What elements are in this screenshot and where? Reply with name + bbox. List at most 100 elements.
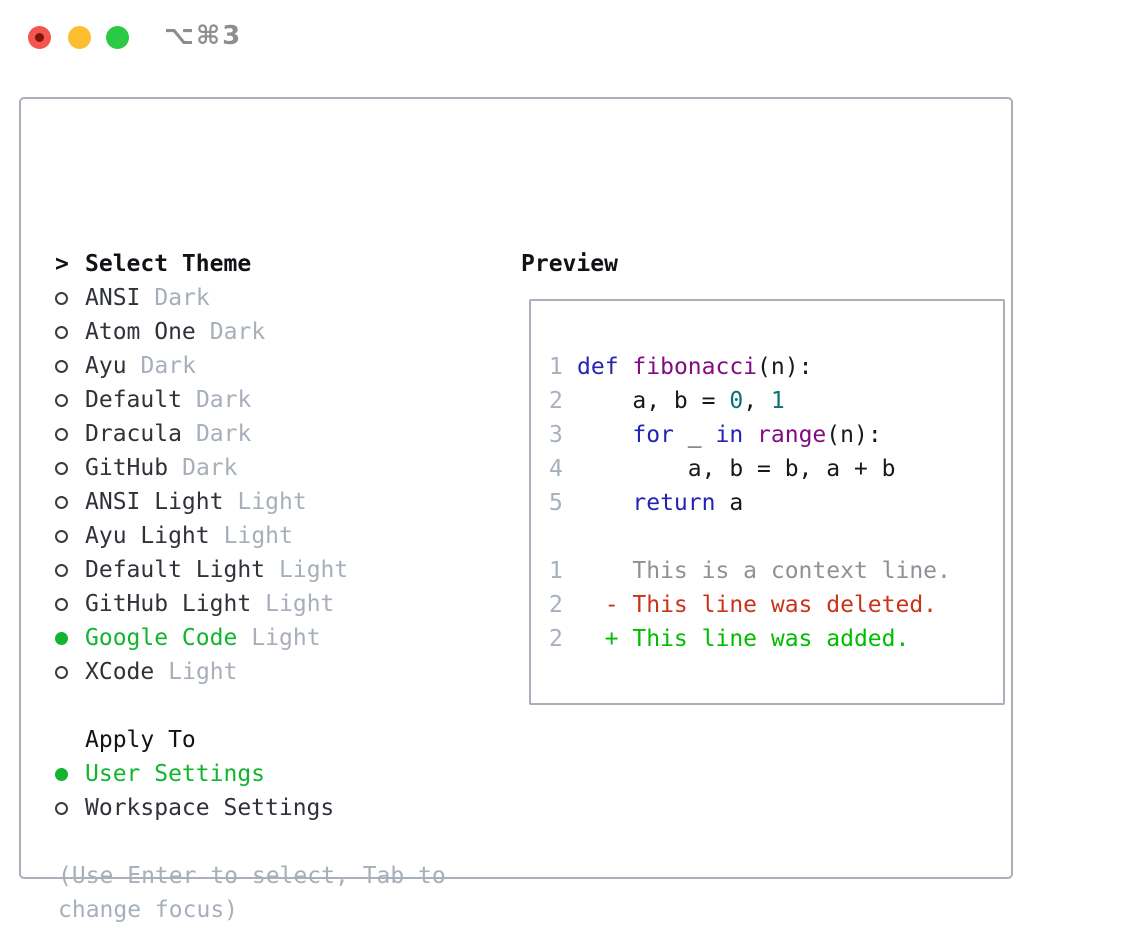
radio-icon	[55, 529, 85, 543]
minimize-button[interactable]	[68, 26, 91, 49]
line-number: 2	[549, 388, 563, 414]
radio-icon	[55, 563, 85, 577]
theme-list: > Select Theme ANSI Dark Atom One Dark A…	[55, 247, 348, 689]
code-token: in	[715, 422, 744, 448]
theme-variant: Light	[265, 591, 335, 617]
apply-to-section: Apply To User Settings Workspace Setting…	[55, 723, 334, 825]
preview-heading: Preview	[521, 251, 618, 277]
radio-icon	[55, 461, 85, 475]
code-token: _	[673, 422, 716, 448]
code-token: a, b = b, a + b	[577, 456, 896, 482]
theme-variant: Dark	[209, 319, 266, 345]
code-token: 0	[729, 388, 744, 414]
theme-name: Ayu Light	[85, 523, 210, 549]
diff-preview: 1 This is a context line. 2 - This line …	[549, 554, 1003, 656]
theme-option[interactable]: GitHub Light Light	[55, 587, 348, 621]
code-token: fibonacci	[632, 354, 758, 380]
theme-name: Default Light	[85, 557, 266, 583]
apply-to-heading: Apply To	[85, 727, 196, 753]
close-button[interactable]	[28, 26, 51, 49]
code-text: a, b = 0, 1	[577, 388, 785, 414]
theme-name: GitHub Light	[85, 591, 252, 617]
theme-list-header: > Select Theme	[55, 247, 348, 281]
apply-to-header-row: Apply To	[55, 723, 334, 757]
theme-variant: Light	[223, 523, 293, 549]
apply-to-label: User Settings	[85, 761, 266, 787]
theme-option[interactable]: Dracula Dark	[55, 417, 348, 451]
theme-name: Dracula	[85, 421, 182, 447]
code-token: (n):	[757, 354, 813, 380]
theme-name: Default	[85, 387, 182, 413]
theme-name: XCode	[85, 659, 155, 685]
theme-variant: Dark	[182, 455, 238, 481]
radio-icon	[55, 665, 85, 679]
code-line: 1 def fibonacci(n):	[549, 350, 1003, 384]
theme-variant: Light	[251, 625, 321, 651]
code-token: a	[715, 490, 744, 516]
theme-option[interactable]: ANSI Light Light	[55, 485, 348, 519]
theme-variant: Light	[168, 659, 238, 685]
code-token: ,	[743, 388, 771, 414]
zoom-button[interactable]	[106, 26, 129, 49]
radio-icon	[55, 325, 85, 339]
theme-option[interactable]: Default Dark	[55, 383, 348, 417]
theme-option[interactable]: GitHub Dark	[55, 451, 348, 485]
line-number: 5	[549, 490, 563, 516]
theme-name: Ayu	[85, 353, 127, 379]
code-token: (n):	[826, 422, 882, 448]
code-token	[743, 422, 757, 448]
diff-text: - This line was deleted.	[577, 592, 938, 618]
diff-text: This is a context line.	[577, 558, 951, 584]
theme-option[interactable]: Ayu Dark	[55, 349, 348, 383]
theme-name: GitHub	[85, 455, 169, 481]
theme-variant: Light	[279, 557, 349, 583]
radio-icon	[55, 631, 85, 645]
code-line: 4 a, b = b, a + b	[549, 452, 1003, 486]
code-text: a, b = b, a + b	[577, 456, 896, 482]
line-number: 2	[549, 592, 563, 618]
code-line: 3 for _ in range(n):	[549, 418, 1003, 452]
line-number: 1	[549, 354, 563, 380]
theme-option[interactable]: Ayu Light Light	[55, 519, 348, 553]
code-line: 5 return a	[549, 486, 1003, 520]
theme-option[interactable]: ANSI Dark	[55, 281, 348, 315]
line-number: 1	[549, 558, 563, 584]
theme-option[interactable]: Default Light Light	[55, 553, 348, 587]
theme-name: Atom One	[85, 319, 196, 345]
window-title: ⌥⌘3	[164, 21, 243, 51]
diff-text: + This line was added.	[577, 626, 910, 652]
code-line: 2 a, b = 0, 1	[549, 384, 1003, 418]
line-number: 4	[549, 456, 563, 482]
code-text: for _ in range(n):	[577, 422, 882, 448]
theme-name: Google Code	[85, 625, 238, 651]
radio-icon	[55, 495, 85, 509]
radio-icon	[55, 359, 85, 373]
radio-icon	[55, 597, 85, 611]
apply-to-option[interactable]: User Settings	[55, 757, 334, 791]
theme-option[interactable]: Google Code Light	[55, 621, 348, 655]
theme-option[interactable]: Atom One Dark	[55, 315, 348, 349]
cursor-arrow-icon: >	[55, 251, 69, 277]
code-text: def fibonacci(n):	[577, 354, 812, 380]
radio-icon	[55, 291, 85, 305]
radio-icon	[55, 427, 85, 441]
theme-variant: Dark	[154, 285, 210, 311]
radio-icon	[55, 393, 85, 407]
close-button-dot	[35, 33, 44, 42]
code-token	[577, 422, 632, 448]
theme-variant: Dark	[140, 353, 196, 379]
theme-option[interactable]: XCode Light	[55, 655, 348, 689]
diff-line: 2 + This line was added.	[549, 622, 1003, 656]
preview-box: 1 def fibonacci(n): 2 a, b = 0, 1 3 for …	[529, 299, 1005, 705]
code-token: def	[577, 354, 619, 380]
code-token	[577, 490, 632, 516]
theme-name: ANSI Light	[85, 489, 224, 515]
apply-to-option[interactable]: Workspace Settings	[55, 791, 334, 825]
theme-variant: Dark	[195, 387, 252, 413]
code-preview: 1 def fibonacci(n): 2 a, b = 0, 1 3 for …	[549, 350, 1003, 520]
theme-picker-panel: > Select Theme ANSI Dark Atom One Dark A…	[19, 97, 1013, 923]
code-token: for	[632, 422, 674, 448]
select-theme-heading: Select Theme	[85, 251, 252, 277]
code-token: 1	[770, 388, 785, 414]
